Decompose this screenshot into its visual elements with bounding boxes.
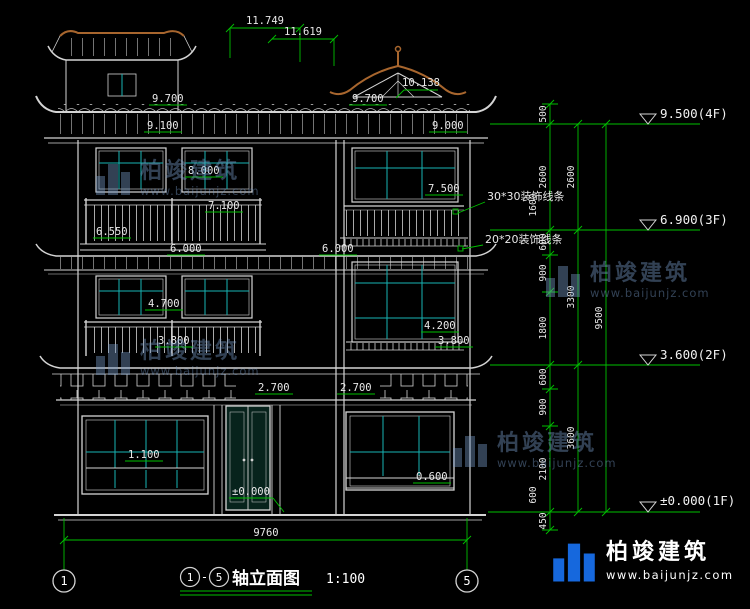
- elevation-label: 8.000: [188, 165, 220, 177]
- footer-url: www.baijunjz.com: [606, 568, 734, 583]
- overall-width-dim: 9760: [253, 527, 278, 539]
- roof-top-left: [47, 30, 197, 61]
- elevation-label: 9.000: [432, 120, 464, 132]
- roof-finial: [394, 45, 402, 53]
- dim-chain-label: 9500: [594, 306, 605, 329]
- dim-bottom: [59, 518, 472, 570]
- entry-door: [225, 405, 271, 511]
- axis-bubble-5: [455, 569, 479, 593]
- storefront-left: [81, 415, 209, 495]
- floor-level-symbols: [638, 113, 658, 513]
- dim-chain-label: 500: [538, 105, 549, 122]
- elevation-label: 3.800: [158, 335, 190, 347]
- window: [181, 275, 253, 319]
- window: [95, 147, 167, 193]
- elevation-label: 6.000: [170, 243, 202, 255]
- trim-annotations: 30*30装饰线条 20*20装饰线条: [485, 189, 565, 246]
- balcony-3f-right: [340, 205, 468, 247]
- dim-label: 11.749: [246, 15, 284, 27]
- dim-chain-label: 3600: [566, 426, 577, 449]
- dim-chain-label: 450: [538, 512, 549, 529]
- title-axis-circle-to: [208, 566, 230, 588]
- elevation-label: 9.700: [152, 93, 184, 105]
- title-scale: 1:100: [326, 572, 365, 587]
- floor-mark: 3.600(2F): [660, 347, 728, 362]
- dim-chain-label: 600: [538, 233, 549, 250]
- title-text: 轴立面图: [232, 568, 300, 589]
- dim-chain-label: 2100: [538, 457, 549, 480]
- balcony-3f: [80, 198, 266, 251]
- elevation-label: 2.700: [258, 382, 290, 394]
- elevation-label: 4.200: [424, 320, 456, 332]
- eave-bracket-band: [39, 355, 493, 406]
- floor-mark: ±0.000(1F): [660, 493, 735, 508]
- trim-section-symbol: [457, 245, 464, 252]
- dim-chain-label: 1600: [528, 193, 539, 216]
- dim-chain-label: 1800: [538, 316, 549, 339]
- dim-chain-label: 600: [528, 486, 539, 503]
- window: [95, 275, 167, 319]
- elevation-label: 1.100: [128, 449, 160, 461]
- window: [181, 147, 253, 193]
- level-leaders: [93, 104, 486, 513]
- dim-top: [225, 23, 438, 99]
- eave-mid-band: [35, 243, 497, 275]
- elevation-label: 9.100: [147, 120, 179, 132]
- roof-main-eave: [35, 95, 497, 144]
- brand-logo-icon: [553, 543, 595, 582]
- windows-3f: [95, 147, 459, 203]
- dim-right: [488, 99, 700, 535]
- elevation-label: 9.700: [352, 93, 384, 105]
- door-handle: [242, 458, 246, 462]
- drawing-title: 1 - 5 轴立面图 1:100: [179, 566, 365, 596]
- door-handle: [250, 458, 254, 462]
- top-dim-labels: 11.749 11.619 10.138: [246, 15, 440, 89]
- walls: [65, 60, 471, 515]
- title-axis-to: 5: [216, 571, 223, 584]
- floor-mark-labels: 9.500(4F) 6.900(3F) 3.600(2F) ±0.000(1F): [660, 106, 735, 508]
- window: [345, 411, 455, 491]
- dim-chain-label: 2600: [538, 165, 549, 188]
- elevation-label: 7.500: [428, 183, 460, 195]
- floor-mark: 9.500(4F): [660, 106, 728, 121]
- trim-section-symbol: [452, 208, 459, 215]
- axis-bubble-1: [52, 569, 76, 593]
- elevation-label: 2.700: [340, 382, 372, 394]
- elevation-label: 7.100: [208, 200, 240, 212]
- elevation-label: 4.700: [148, 298, 180, 310]
- window: [351, 147, 459, 203]
- dim-label: 11.619: [284, 26, 322, 38]
- floor-mark: 6.900(3F): [660, 212, 728, 227]
- axis-bubble-5-label: 5: [463, 574, 470, 588]
- dim-chain-label: 2600: [566, 165, 577, 188]
- axis-bubble-1-label: 1: [60, 574, 67, 588]
- dim-chain-label: 900: [538, 264, 549, 281]
- title-axis-separator: -: [201, 570, 208, 584]
- brand-footer: 柏竣建筑 www.baijunjz.com: [552, 540, 734, 583]
- ground-line: [54, 514, 486, 521]
- annotation-label: 20*20装饰线条: [485, 232, 563, 246]
- title-axis-circle-from: [179, 566, 201, 588]
- dim-label: 10.138: [402, 77, 440, 89]
- elevation-label: 6.000: [322, 243, 354, 255]
- roof-gable-right: [329, 45, 467, 98]
- windows-2f: [95, 261, 464, 351]
- elevation-label: 3.800: [438, 335, 470, 347]
- balcony-2f: [84, 320, 262, 356]
- dim-chain-label: 3300: [566, 285, 577, 308]
- elevation-labels: 9.700 9.100 9.700 9.000 8.000 7.500 7.10…: [96, 93, 470, 498]
- footer-brand: 柏竣建筑: [606, 540, 711, 565]
- storefront-right: [345, 411, 455, 491]
- window: [81, 415, 209, 495]
- elevation-label: ±0.000: [232, 486, 270, 498]
- elevation-label: 0.600: [416, 471, 448, 483]
- dim-chain-label: 600: [538, 368, 549, 385]
- dim-chain-label: 900: [538, 398, 549, 415]
- right-chain-labels: 500 2600 1600 600 900 1800 600 900 2100 …: [528, 105, 605, 529]
- title-axis-from: 1: [187, 571, 194, 584]
- annotation-label: 30*30装饰线条: [487, 189, 565, 203]
- elevation-label: 6.550: [96, 226, 128, 238]
- axis-bubbles: 1 5: [52, 569, 479, 593]
